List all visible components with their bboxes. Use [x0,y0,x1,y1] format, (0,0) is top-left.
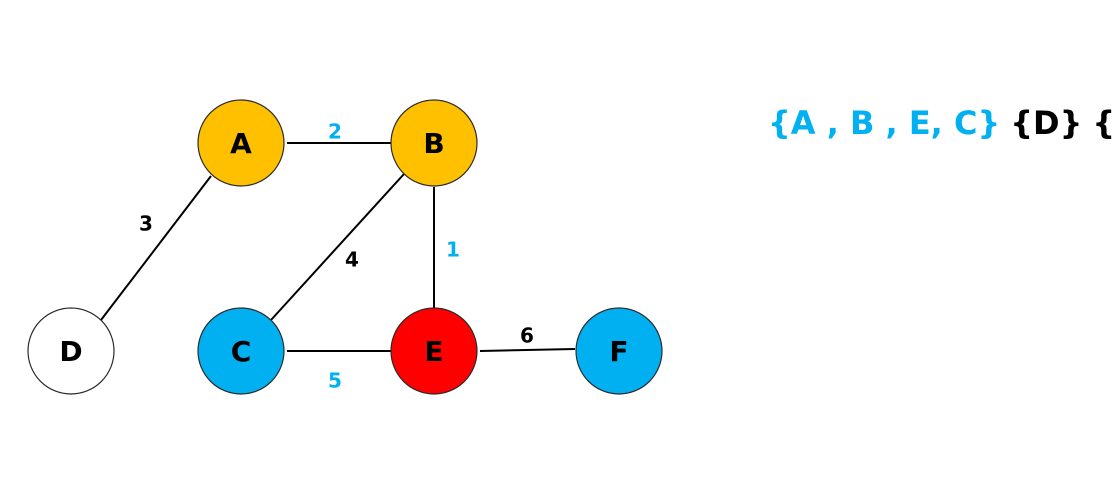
node-label-A: A [230,127,252,160]
node-C [197,307,285,395]
set-0: {A , B , E, C} [768,104,1001,142]
node-label-C: C [231,335,252,368]
node-B [390,99,478,187]
edge-weight-A-B: 2 [328,120,342,144]
edge-weight-B-C: 4 [345,248,359,272]
set-2: {F} [1092,104,1113,142]
node-label-E: E [424,335,443,368]
edge-E-F [479,348,576,352]
node-label-D: D [59,335,82,368]
node-E [390,307,478,395]
edge-weight-C-E: 5 [328,369,342,393]
node-D [27,307,115,395]
edge-B-C [270,173,405,321]
node-label-B: B [423,127,444,160]
node-A [197,99,285,187]
edge-A-D [100,175,212,321]
node-label-F: F [609,335,628,368]
edge-weight-A-D: 3 [139,212,153,236]
set-1: {D} [1010,104,1083,142]
set-partition: {A , B , E, C}{D} {F} [768,104,1113,142]
edge-weight-E-F: 6 [520,324,534,348]
node-F [575,307,663,395]
edge-weight-B-E: 1 [446,238,460,262]
